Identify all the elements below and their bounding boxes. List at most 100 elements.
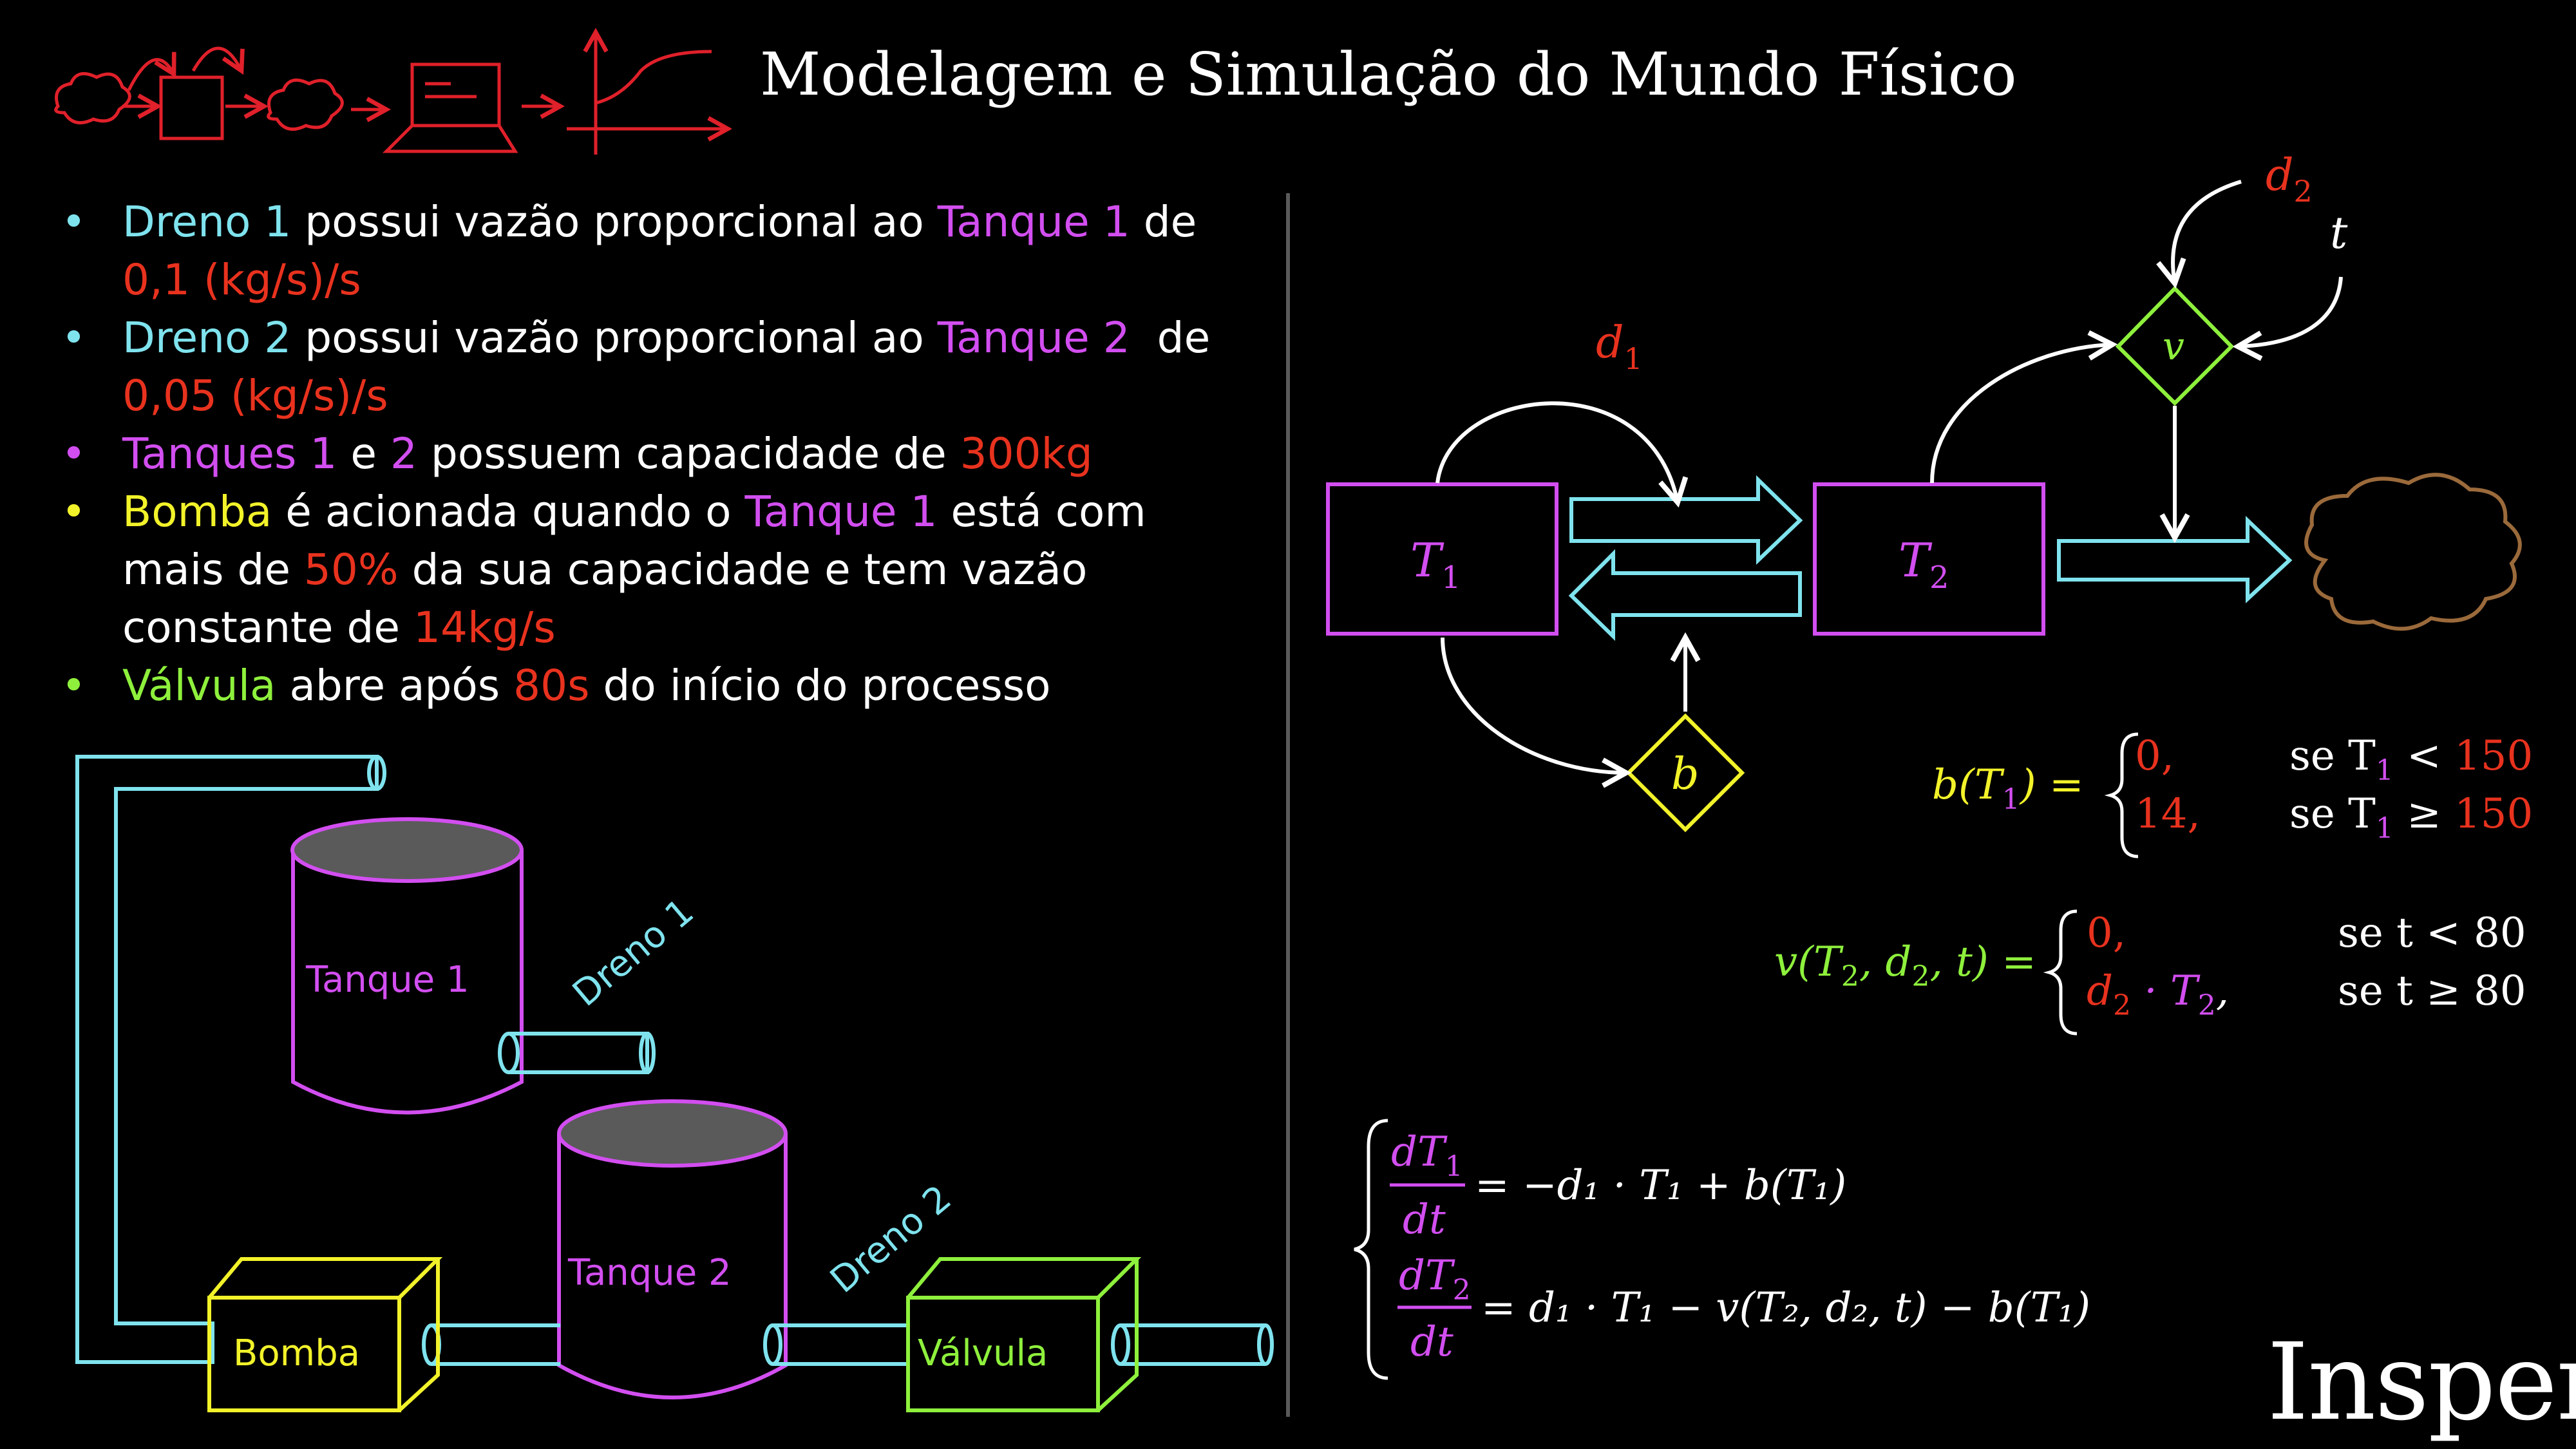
bullet-item: • Tanques 1 e 2 possuem capacidade de 300…: [61, 425, 1272, 483]
pump-pipe: [422, 1323, 560, 1366]
flow-arrow-right: [1569, 475, 1803, 565]
bullet-segment: 0,05 (kg/s)/s: [122, 371, 388, 421]
ode1-rhs: = −d₁ · T₁ + b(T₁): [1475, 1162, 1846, 1209]
graph-icon: [567, 32, 728, 155]
valve-outlet-pipe: [1111, 1323, 1274, 1366]
bullet-line: 0,05 (kg/s)/s: [122, 367, 1272, 425]
drain1-pipe: [498, 1032, 656, 1074]
eq-v-case2-cond: se t ≥ 80: [2338, 967, 2526, 1015]
bullet-segment: e: [337, 429, 390, 478]
bullet-segment: do início do processo: [589, 661, 1051, 710]
bullet-dot: •: [61, 429, 86, 478]
eq-v-case1-cond: se t < 80: [2338, 909, 2526, 957]
ode2-rhs: = d₁ · T₁ − v(T₂, d₂, t) − b(T₁): [1481, 1284, 2090, 1332]
bullet-segment: Dreno 2: [122, 313, 292, 363]
bullet-item: • Válvula abre após 80s do início do proc…: [61, 657, 1272, 715]
ode1-numerator: dT1: [1391, 1128, 1463, 1183]
bullet-segment: abre após: [276, 661, 514, 710]
bullet-line: Dreno 2 possui vazão proporcional ao Tan…: [122, 309, 1272, 367]
bullet-segment: 14kg/s: [413, 603, 556, 652]
bullet-segment: possui vazão proporcional ao: [291, 197, 938, 247]
bullet-line: constante de 14kg/s: [122, 599, 1272, 657]
eq-v-case1-val: 0,: [2087, 909, 2126, 957]
bullet-segment: de: [1130, 313, 1211, 363]
d1-symbol: d1: [1596, 317, 1643, 376]
bullet-item: • Dreno 1 possui vazão proporcional ao Ta…: [61, 193, 1272, 309]
tank1-shape: [290, 817, 524, 1115]
flow-arrow-left: [1568, 549, 1802, 641]
d2-symbol: d2: [2266, 150, 2313, 209]
eq-v-lhs: v(T2, d2, t) =: [1774, 938, 2036, 993]
bullet-line: Válvula abre após 80s do início do proce…: [122, 657, 1272, 715]
outflow-arrow: [2057, 515, 2293, 603]
bullet-segment: Tanques 1: [122, 429, 337, 478]
bullet-segment: 0,1 (kg/s)/s: [122, 255, 361, 305]
bullet-segment: de: [1130, 197, 1197, 247]
b-symbol: b: [1671, 749, 1700, 800]
bullet-segment: constante de: [122, 603, 413, 652]
bullet-segment: 50%: [303, 545, 399, 594]
laptop-icon: [382, 62, 518, 153]
bullet-item: • Bomba é acionada quando o Tanque 1 está…: [61, 483, 1272, 657]
pump-label: Bomba: [233, 1332, 360, 1374]
bullet-line: Tanques 1 e 2 possuem capacidade de 300k…: [122, 425, 1272, 483]
tank1-symbol: T1: [1410, 533, 1461, 596]
brace-ode: [1354, 1119, 1388, 1380]
eq-b-case2-cond: se T1 ≥ 150: [2289, 790, 2533, 845]
bullet-item: • Dreno 2 possui vazão proporcional ao Ta…: [61, 309, 1272, 425]
bullet-line: Bomba é acionada quando o Tanque 1 está …: [122, 483, 1272, 541]
eq-v-case2-val: d2 · T2,: [2087, 967, 2229, 1022]
header-process-sketch-icon: [54, 32, 728, 155]
equation-v: v(T2, d2, t) = 0, d2 · T2, se t < 80 se …: [1774, 909, 2526, 1022]
insper-logo: Insper: [2267, 1320, 2576, 1444]
pump-box: [207, 1257, 443, 1412]
v-symbol: v: [2163, 324, 2184, 369]
brace-b: [2104, 732, 2139, 858]
valve-box: [906, 1257, 1142, 1412]
eq-b-case1-cond: se T1 < 150: [2289, 732, 2533, 787]
physical-system: [75, 755, 1274, 1412]
ode1-denominator: dt: [1403, 1196, 1446, 1244]
t-symbol: t: [2330, 208, 2348, 259]
bullet-segment: Tanque 2: [937, 313, 1130, 363]
valve-diamond: [2115, 285, 2235, 406]
eq-b-lhs: b(T1) =: [1932, 761, 2084, 816]
slide-title: Modelagem e Simulação do Mundo Físico: [760, 40, 2017, 109]
bullet-segment: 80s: [513, 661, 590, 710]
bullet-segment: possuem capacidade de: [417, 429, 960, 478]
bullet-segment: 2: [390, 429, 417, 478]
eq-b-case1-val: 0,: [2135, 732, 2174, 780]
bullet-segment: é acionada quando o: [272, 487, 745, 536]
bullet-dot: •: [61, 487, 86, 536]
tank1-block: [1326, 482, 1558, 636]
bullet-segment: da sua capacidade e tem vazão: [398, 545, 1088, 594]
bullet-dot: •: [61, 313, 86, 363]
tank2-shape: [557, 1099, 788, 1399]
bullet-dot: •: [61, 197, 86, 247]
eq-b-case2-val: 14,: [2135, 790, 2201, 838]
ode-system: dT1 dt = −d₁ · T₁ + b(T₁) dT2 dt = d₁ · …: [1391, 1128, 2090, 1366]
bullet-dot: •: [61, 661, 86, 710]
bullet-segment: está com: [937, 487, 1146, 536]
tank1-label: Tanque 1: [305, 959, 469, 1001]
bullet-list: • Dreno 1 possui vazão proporcional ao Ta…: [61, 193, 1272, 715]
ode2-denominator: dt: [1410, 1318, 1454, 1366]
tank2-symbol: T2: [1899, 533, 1949, 596]
bullet-segment: Dreno 1: [122, 197, 292, 247]
diagram-labels: T1 T2 d1 d2 t b v: [1410, 150, 2348, 800]
bullet-line: Dreno 1 possui vazão proporcional ao Tan…: [122, 193, 1272, 251]
tank2-outlet-pipe: [763, 1323, 908, 1366]
bullet-segment: Válvula: [122, 661, 276, 710]
bullet-line: mais de 50% da sua capacidade e tem vazã…: [122, 541, 1272, 599]
pump-diamond: [1625, 713, 1745, 833]
drain1-label: Dreno 1: [565, 891, 701, 1015]
tank2-label: Tanque 2: [567, 1252, 732, 1294]
system-box-icon: [159, 75, 224, 140]
drain2-label: Dreno 2: [822, 1177, 959, 1302]
output-cloud-icon: [267, 78, 344, 131]
sink-cloud-icon: [2304, 473, 2522, 631]
equation-b: b(T1) = 0, 14, se T1 < 150 se T1 ≥ 150: [1932, 732, 2533, 845]
bullet-segment: mais de: [122, 545, 304, 594]
bullet-segment: 300kg: [960, 429, 1093, 478]
